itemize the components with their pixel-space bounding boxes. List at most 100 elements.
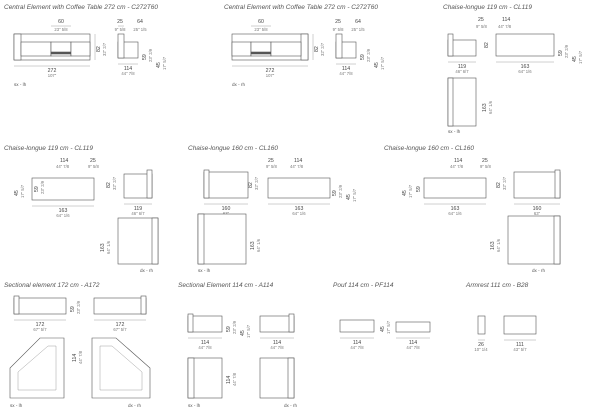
back-view bbox=[31, 177, 95, 201]
chaise-plan bbox=[197, 213, 247, 265]
drawing-cl160-lh: 82 32" 2/7 160 63" 25 9" 5/8 114 44" 7/8… bbox=[197, 158, 357, 273]
dim-160: 160 bbox=[222, 206, 231, 212]
armrest bbox=[140, 295, 147, 315]
side-back bbox=[117, 33, 125, 59]
label-rh: dx - rh bbox=[140, 268, 153, 273]
dim-114-in: 44" 7/8 bbox=[121, 71, 135, 76]
dim-114-in: 44" 7/8 bbox=[350, 345, 364, 350]
dim-119: 119 bbox=[134, 206, 142, 212]
dim-272-in: 107" bbox=[48, 73, 57, 78]
dim-45-in: 17" 5/7 bbox=[380, 56, 385, 70]
dim-163-in: 64" 1/6 bbox=[56, 213, 70, 218]
dim-25-in: 9" 5/8 bbox=[333, 27, 344, 32]
label-lh: sx - lh bbox=[14, 82, 27, 87]
dim-114: 114 bbox=[342, 66, 350, 72]
dim-60-in: 23" 5/8 bbox=[54, 27, 68, 32]
dim-114: 114 bbox=[226, 376, 232, 384]
dim-59: 59 bbox=[360, 54, 366, 60]
dim-59: 59 bbox=[70, 306, 76, 312]
dim-114-in: 44" 7/8 bbox=[198, 345, 212, 350]
drawing-c272t60-rh: 60 23" 5/8 272 107" 82 32" 2/7 dx - rh 2… bbox=[231, 19, 385, 87]
dim-114: 114 bbox=[124, 66, 132, 72]
panel-c272t60-lh: 60 23" 5/8 272 107" 82 32" 2/7 sx - lh 2… bbox=[0, 12, 200, 92]
sectional-front-rh bbox=[93, 297, 147, 315]
panel-cl119-mid: 114 44" 7/8 25 9" 5/8 45 17" 5/7 59 23" … bbox=[0, 152, 170, 276]
drawing-cl119-mid: 114 44" 7/8 25 9" 5/8 45 17" 5/7 59 23" … bbox=[14, 158, 159, 273]
dim-82-in: 32" 2/7 bbox=[502, 176, 507, 190]
label-lh: sx - lh bbox=[188, 403, 201, 408]
dim-163: 163 bbox=[490, 241, 496, 250]
pouf-plan bbox=[339, 319, 375, 333]
dim-25-in: 9" 5/8 bbox=[115, 27, 126, 32]
dim-172-in: 67" 5/7 bbox=[33, 327, 47, 332]
armrest bbox=[447, 33, 454, 57]
dim-45: 45 bbox=[14, 190, 20, 196]
dim-25-in: 9" 5/8 bbox=[476, 24, 487, 29]
dim-114-in: 44" 7/8 bbox=[78, 350, 83, 364]
dim-82-in: 32" 2/7 bbox=[254, 176, 259, 190]
dim-114-in: 44" 7/8 bbox=[498, 24, 512, 29]
drawing-a172: 59 23" 2/9 172 67" 5/7 172 67" 5/7 114 4… bbox=[9, 295, 151, 408]
dim-114-in: 44" 7/8 bbox=[450, 164, 464, 169]
drawing-c272t60-lh: 60 23" 5/8 272 107" 82 32" 2/7 sx - lh 2… bbox=[13, 19, 167, 87]
dim-45-in: 17" 5/7 bbox=[162, 56, 167, 70]
dim-119: 119 bbox=[458, 64, 466, 70]
dim-25: 25 bbox=[117, 19, 123, 25]
seat-cushion bbox=[270, 41, 302, 57]
drawing-b28: 26 10" 1/4 111 43" 5/7 bbox=[474, 315, 537, 352]
panel-a172: 59 23" 2/9 172 67" 5/7 172 67" 5/7 114 4… bbox=[0, 290, 170, 411]
chaise-front bbox=[513, 171, 561, 199]
dim-272: 272 bbox=[48, 68, 57, 74]
dim-45: 45 bbox=[156, 62, 162, 68]
title-pf114: Pouf 114 cm - PF114 bbox=[333, 282, 394, 289]
dim-26: 26 bbox=[478, 342, 484, 348]
dim-59: 59 bbox=[142, 54, 148, 60]
dim-163: 163 bbox=[100, 243, 106, 252]
dim-119-in: 46" 6/7 bbox=[131, 211, 145, 216]
title-cl119-top: Chaise-longue 119 cm - CL119 bbox=[443, 4, 533, 11]
armrest bbox=[13, 33, 22, 61]
dim-59-in: 23" 2/9 bbox=[366, 48, 371, 62]
drawing-pf114: 45 17" 5/7 114 44" 7/8 114 44" 7/8 bbox=[339, 319, 431, 350]
chaise-plan bbox=[507, 215, 561, 265]
dim-160-in: 63" bbox=[534, 211, 541, 216]
sectional-plan-arm bbox=[287, 357, 295, 399]
armrest bbox=[300, 33, 309, 61]
label-lh: sx - lh bbox=[10, 403, 23, 408]
panel-b28: 26 10" 1/4 111 43" 5/7 bbox=[466, 290, 600, 360]
title-a172: Sectional element 172 cm - A172 bbox=[4, 282, 100, 289]
dim-114: 114 bbox=[502, 17, 510, 23]
pouf-front bbox=[395, 321, 431, 333]
dim-163-in: 64" 1/6 bbox=[496, 238, 501, 252]
dim-172: 172 bbox=[116, 322, 125, 328]
dim-45: 45 bbox=[572, 56, 578, 62]
dim-59: 59 bbox=[226, 326, 232, 332]
dim-272: 272 bbox=[266, 68, 275, 74]
dim-114-in: 44" 7/8 bbox=[290, 164, 304, 169]
dim-119-in: 46" 6/7 bbox=[455, 69, 469, 74]
dim-45-in: 17" 5/7 bbox=[386, 320, 391, 334]
panel-cl160-lh: 82 32" 2/7 160 63" 25 9" 5/8 114 44" 7/8… bbox=[190, 152, 380, 276]
dim-114: 114 bbox=[409, 340, 417, 346]
back-view bbox=[267, 177, 331, 199]
title-c272t60-lh: Central Element with Coffee Table 272 cm… bbox=[4, 4, 159, 11]
dim-25: 25 bbox=[90, 158, 96, 164]
dim-59-in: 23" 2/9 bbox=[338, 184, 343, 198]
dim-59-in: 23" 2/9 bbox=[40, 180, 45, 194]
chaise-plan-arm bbox=[447, 77, 454, 127]
dim-82: 82 bbox=[248, 182, 254, 188]
dim-82: 82 bbox=[106, 182, 112, 188]
dim-59: 59 bbox=[416, 186, 422, 192]
panel-cl160-rh: 114 44" 7/8 25 9" 5/8 45 17" 5/7 59 163 … bbox=[388, 152, 600, 276]
panel-cl119-top: 25 9" 5/8 114 44" 7/8 82 59 23" 2/9 45 1… bbox=[440, 12, 600, 138]
dim-114-in: 44" 7/8 bbox=[232, 372, 237, 386]
dim-163-in: 64" 1/6 bbox=[292, 211, 306, 216]
dim-82-in: 32" 2/7 bbox=[320, 42, 325, 56]
dim-114: 114 bbox=[353, 340, 361, 346]
dim-25: 25 bbox=[478, 17, 484, 23]
dim-114: 114 bbox=[201, 340, 209, 346]
armrest bbox=[554, 169, 561, 199]
dim-82: 82 bbox=[484, 42, 490, 48]
dim-25: 25 bbox=[335, 19, 341, 25]
dim-59: 59 bbox=[332, 190, 338, 196]
